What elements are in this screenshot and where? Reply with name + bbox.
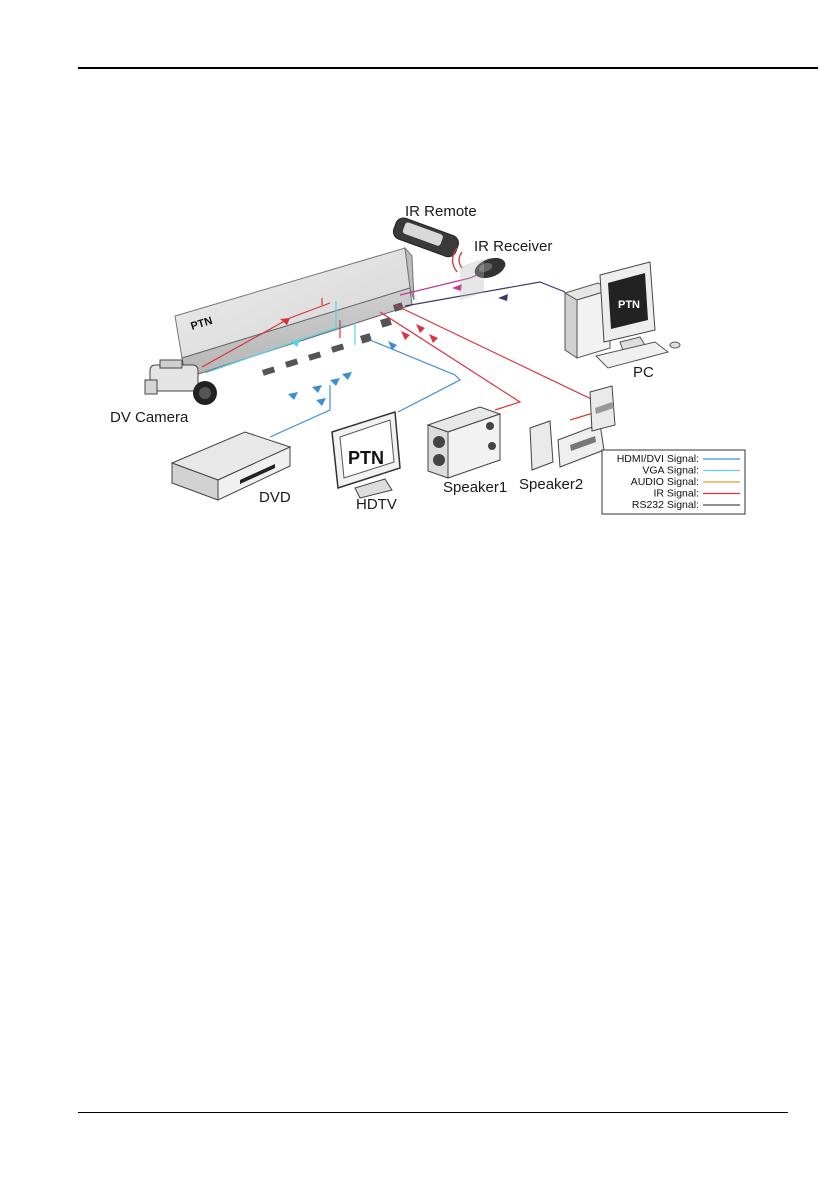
connection-diagram: PTN — [0, 0, 840, 540]
pc-label: PC — [633, 364, 654, 381]
dv-camera-label: DV Camera — [110, 409, 189, 426]
ir-remote-label: IR Remote — [405, 203, 477, 220]
speaker2-label: Speaker2 — [519, 476, 583, 493]
pc-screen-logo: PTN — [618, 299, 640, 311]
hdtv-screen-logo: PTN — [348, 448, 384, 468]
legend-label: VGA Signal: — [642, 465, 699, 477]
matrix-switcher: PTN — [175, 248, 414, 378]
dvd-label: DVD — [259, 489, 291, 506]
legend-label: AUDIO Signal: — [631, 476, 699, 488]
hdtv-label: HDTV — [356, 496, 397, 513]
footer-rule — [78, 1112, 788, 1113]
pc-icon: PTN — [565, 262, 680, 368]
legend-label: IR Signal: — [653, 488, 699, 500]
legend-label: RS232 Signal: — [632, 499, 699, 511]
legend-label: HDMI/DVI Signal: — [617, 453, 699, 465]
speaker1-label: Speaker1 — [443, 479, 507, 496]
signal-legend: HDMI/DVI Signal:VGA Signal:AUDIO Signal:… — [602, 450, 745, 514]
hdtv-icon: PTN — [332, 412, 400, 498]
ir-receiver-label: IR Receiver — [474, 238, 552, 255]
